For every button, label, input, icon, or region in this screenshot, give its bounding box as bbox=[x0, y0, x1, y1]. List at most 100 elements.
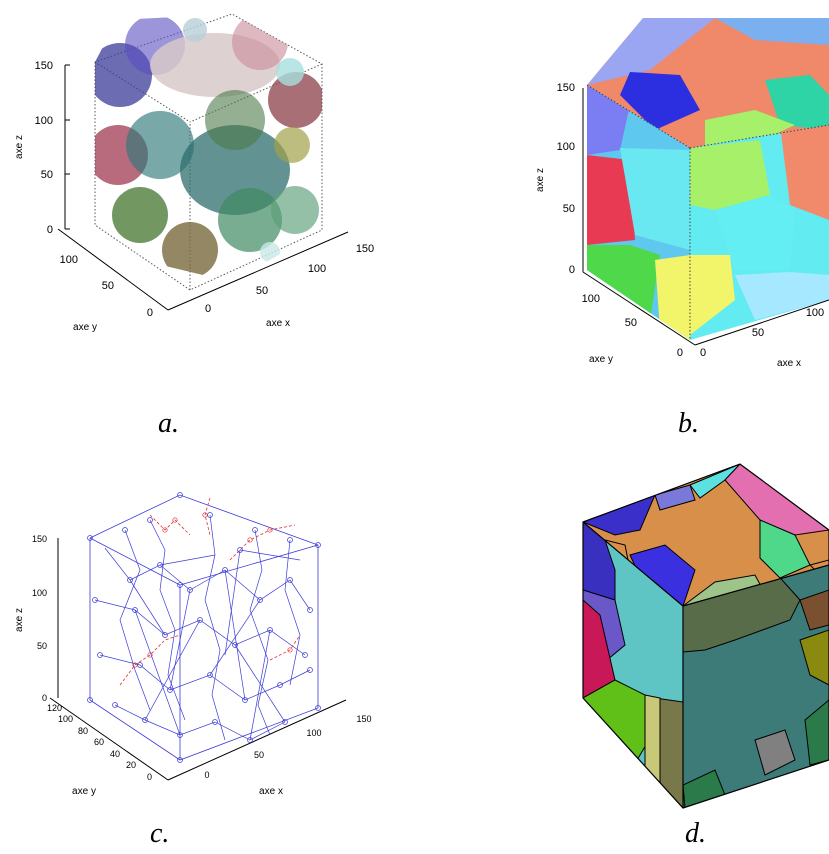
node bbox=[307, 667, 313, 673]
z-tick-label: 0 bbox=[42, 693, 47, 703]
z-tick-label: 100 bbox=[557, 141, 575, 153]
node bbox=[307, 607, 313, 613]
panel-d-figure bbox=[582, 463, 829, 809]
z-tick-label: 150 bbox=[32, 534, 47, 544]
network-nodes bbox=[87, 492, 321, 763]
z-axis-label: axe z bbox=[14, 135, 25, 159]
node bbox=[177, 582, 183, 588]
x-tick-label: 0 bbox=[700, 347, 706, 359]
z-tick-label: 150 bbox=[557, 82, 575, 94]
panel-b-figure: 0 50 100 150 axe z 0 50 100 axe y 0 50 1… bbox=[535, 18, 829, 369]
x-tick-label: 50 bbox=[254, 750, 264, 760]
x-axis-line bbox=[694, 299, 829, 346]
node bbox=[147, 652, 153, 658]
caption-c: c. bbox=[150, 818, 170, 849]
node bbox=[177, 757, 183, 763]
z-tick-label: 50 bbox=[41, 169, 53, 181]
node bbox=[287, 647, 293, 653]
sphere bbox=[162, 222, 218, 278]
x-tick-label: 50 bbox=[752, 327, 764, 339]
y-tick-label: 0 bbox=[147, 307, 153, 319]
caption-d: d. bbox=[685, 818, 706, 849]
y-tick-label: 100 bbox=[58, 714, 73, 724]
node bbox=[177, 732, 183, 738]
node bbox=[287, 537, 293, 543]
node bbox=[267, 627, 273, 633]
z-axis-label: axe z bbox=[535, 168, 546, 192]
x-tick-label: 100 bbox=[806, 307, 824, 319]
y-axis-line bbox=[57, 228, 169, 311]
node bbox=[172, 517, 178, 523]
node bbox=[247, 537, 253, 543]
y-tick-label: 50 bbox=[102, 280, 114, 292]
node bbox=[87, 697, 93, 703]
x-tick-label: 100 bbox=[306, 728, 321, 738]
y-axis-line bbox=[49, 697, 169, 781]
cube-outline bbox=[582, 463, 829, 809]
node bbox=[177, 492, 183, 498]
sphere bbox=[183, 18, 207, 42]
node bbox=[197, 617, 203, 623]
y-tick-label: 40 bbox=[110, 749, 120, 759]
caption-b: b. bbox=[678, 408, 699, 439]
y-tick-label: 100 bbox=[60, 254, 78, 266]
highlight-edges bbox=[119, 497, 301, 686]
z-ticks: 0 50 100 150 bbox=[32, 534, 47, 703]
node bbox=[232, 642, 238, 648]
y-axis-label: axe y bbox=[589, 354, 613, 365]
y-tick-label: 0 bbox=[147, 772, 152, 782]
network-edges bbox=[94, 514, 311, 741]
node bbox=[277, 682, 283, 688]
sphere bbox=[205, 90, 265, 150]
node bbox=[157, 562, 163, 568]
y-tick-label: 0 bbox=[677, 347, 683, 359]
sphere bbox=[218, 188, 282, 252]
node bbox=[162, 527, 168, 533]
x-tick-label: 150 bbox=[356, 243, 374, 255]
node bbox=[282, 719, 288, 725]
panel-a: 0 50 100 150 axe z 0 50 100 axe y 0 50 1… bbox=[0, 0, 415, 340]
graph-frame bbox=[89, 494, 319, 761]
z-tick-label: 150 bbox=[35, 60, 53, 72]
node bbox=[162, 632, 168, 638]
y-tick-label: 120 bbox=[47, 703, 62, 713]
x-ticks: 0 50 100 150 bbox=[205, 243, 374, 315]
node bbox=[222, 567, 228, 573]
node bbox=[187, 587, 193, 593]
node bbox=[132, 662, 138, 668]
z-tick-label: 50 bbox=[37, 641, 47, 651]
sphere-cluster bbox=[95, 14, 322, 278]
z-tick-label: 100 bbox=[32, 588, 47, 598]
y-axis-label: axe y bbox=[72, 786, 96, 797]
right-face bbox=[690, 125, 829, 340]
y-axis-line bbox=[582, 271, 696, 346]
y-tick-label: 50 bbox=[625, 317, 637, 329]
x-tick-label: 50 bbox=[256, 285, 268, 297]
node bbox=[247, 737, 253, 743]
caption-a: a. bbox=[158, 408, 179, 439]
y-ticks: 0 50 100 bbox=[60, 254, 153, 319]
node bbox=[315, 705, 321, 711]
y-tick-label: 60 bbox=[94, 737, 104, 747]
sphere bbox=[112, 187, 168, 243]
x-axis-label: axe x bbox=[777, 358, 801, 369]
y-axis-label: axe y bbox=[73, 322, 97, 333]
node bbox=[212, 719, 218, 725]
node bbox=[207, 672, 213, 678]
y-tick-label: 100 bbox=[582, 293, 600, 305]
sphere bbox=[276, 58, 304, 86]
node bbox=[242, 697, 248, 703]
z-tick-label: 0 bbox=[47, 224, 53, 236]
panel-c-figure: 0 50 100 150 axe z 0 20 40 60 80 100 120… bbox=[14, 492, 372, 797]
x-ticks: 0 50 100 150 bbox=[204, 714, 371, 780]
node bbox=[87, 535, 93, 541]
z-axis-label: axe z bbox=[14, 608, 25, 632]
node bbox=[112, 702, 118, 708]
node bbox=[237, 547, 243, 553]
node bbox=[142, 717, 148, 723]
panel-c: 0 50 100 150 axe z 0 20 40 60 80 100 120… bbox=[0, 460, 415, 800]
y-ticks: 0 20 40 60 80 100 120 bbox=[47, 703, 152, 782]
node bbox=[267, 527, 273, 533]
sphere bbox=[126, 111, 194, 179]
x-tick-label: 100 bbox=[308, 263, 326, 275]
